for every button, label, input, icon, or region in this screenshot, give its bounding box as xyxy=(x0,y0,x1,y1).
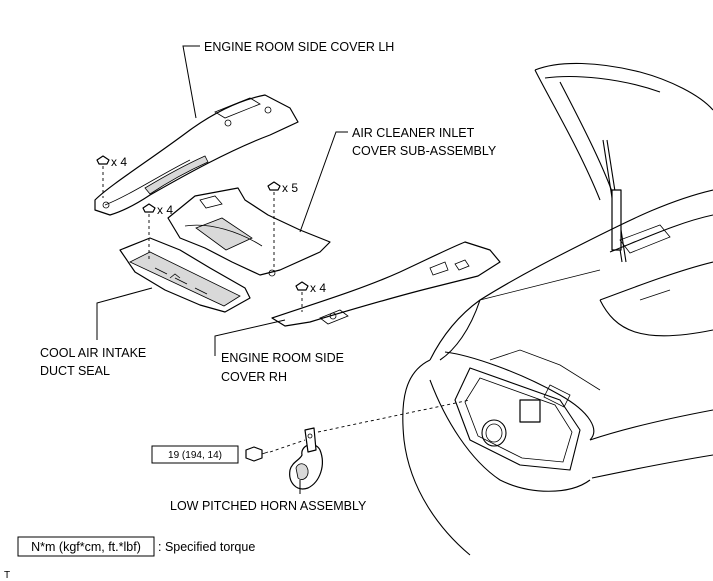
label-engine-room-side-cover-lh: ENGINE ROOM SIDE COVER LH xyxy=(204,40,394,54)
corner-mark: T xyxy=(4,570,10,581)
clip-air-cleaner-icon xyxy=(267,181,281,272)
label-cool-air-intake-line1: COOL AIR INTAKE xyxy=(40,346,146,360)
label-cool-air-intake-line2: DUCT SEAL xyxy=(40,364,110,378)
label-air-cleaner-inlet-line1: AIR CLEANER INLET xyxy=(352,126,475,140)
air-cleaner-inlet-cover-part xyxy=(167,187,331,277)
torque-value-box xyxy=(151,445,239,464)
legend-description: : Specified torque xyxy=(158,540,255,554)
cool-air-intake-duct-seal-part xyxy=(119,237,251,313)
legend-unit-box xyxy=(17,536,155,557)
clip-rh-icon xyxy=(295,281,309,312)
engine-room-side-cover-rh-part xyxy=(271,241,501,327)
label-low-pitched-horn: LOW PITCHED HORN ASSEMBLY xyxy=(170,499,367,513)
engine-room-side-cover-lh-part xyxy=(94,94,299,216)
clip-lh-icon xyxy=(96,155,110,198)
legend-unit-text: N*m (kgf*cm, ft.*lbf) xyxy=(31,540,141,554)
fastener-count-rh: x 4 xyxy=(310,281,326,295)
clip-cool-air-icon xyxy=(142,203,156,262)
label-engine-room-side-rh-line2: COVER RH xyxy=(221,370,287,384)
torque-value: 19 (194, 14) xyxy=(168,450,222,461)
fastener-count-lh: x 4 xyxy=(111,155,127,169)
low-pitched-horn-part xyxy=(289,427,323,490)
label-air-cleaner-inlet-line2: COVER SUB-ASSEMBLY xyxy=(352,144,497,158)
label-engine-room-side-rh-line1: ENGINE ROOM SIDE xyxy=(221,351,344,365)
horn-bolt-icon xyxy=(245,446,269,462)
fastener-count-cool-air: x 4 xyxy=(157,203,173,217)
fastener-count-air-cleaner: x 5 xyxy=(282,181,298,195)
horn-install-line xyxy=(269,399,471,453)
vehicle-front-outline xyxy=(402,62,713,556)
